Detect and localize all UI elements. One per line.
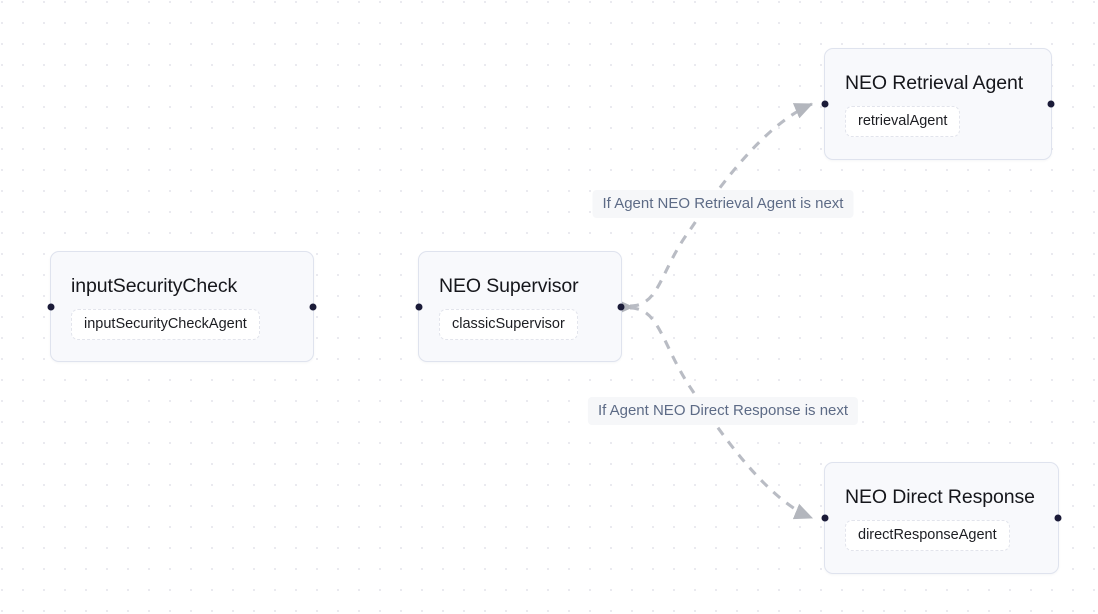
node-agent-badge[interactable]: classicSupervisor (439, 308, 578, 340)
handle-target-left[interactable] (821, 100, 829, 108)
node-title: NEO Supervisor (439, 274, 579, 297)
node-agent-badge[interactable]: retrievalAgent (845, 106, 961, 137)
handle-source-right[interactable] (1047, 100, 1055, 108)
handle-target-left[interactable] (821, 514, 829, 522)
node-title: NEO Retrieval Agent (845, 72, 1024, 94)
node-input-security-check[interactable]: inputSecurityCheck inputSecurityCheckAge… (47, 251, 317, 362)
node-title: NEO Direct Response (845, 486, 1035, 508)
handle-source-right[interactable] (309, 303, 317, 310)
node-agent-badge[interactable]: directResponseAgent (845, 520, 1010, 551)
node-title: inputSecurityCheck (71, 274, 238, 297)
node-neo-direct-response[interactable]: NEO Direct Response directResponseAgent (821, 462, 1062, 574)
handle-target-left[interactable] (415, 303, 423, 310)
handle-target-left[interactable] (47, 303, 55, 310)
handle-source-right[interactable] (617, 303, 625, 310)
handle-source-right[interactable] (1054, 514, 1062, 522)
node-agent-badge[interactable]: inputSecurityCheckAgent (71, 308, 260, 340)
node-neo-supervisor[interactable]: NEO Supervisor classicSupervisor (415, 251, 625, 362)
node-neo-retrieval-agent[interactable]: NEO Retrieval Agent retrievalAgent (821, 48, 1055, 160)
edge-label-retrieval[interactable]: If Agent NEO Retrieval Agent is next (592, 190, 854, 218)
edge-label-direct-response[interactable]: If Agent NEO Direct Response is next (587, 397, 859, 425)
